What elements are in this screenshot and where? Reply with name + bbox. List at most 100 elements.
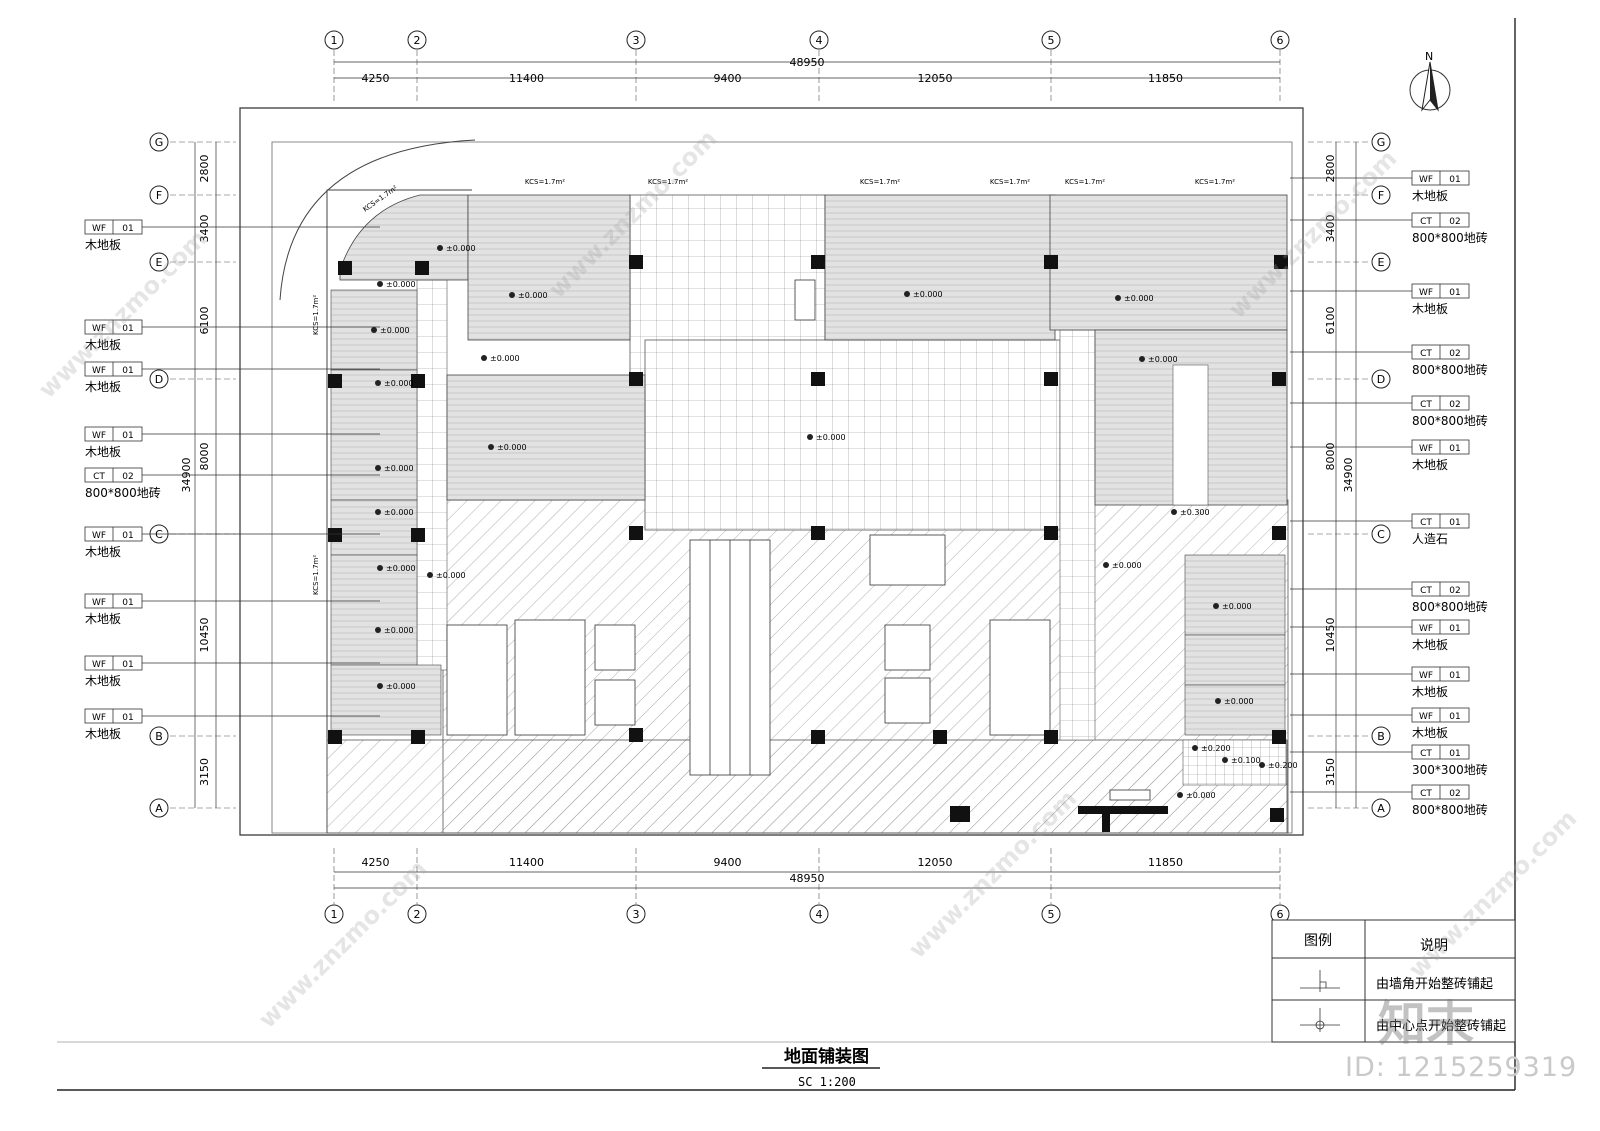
column <box>1272 526 1286 540</box>
axis-bubble <box>149 185 169 205</box>
kcs-label: KCS=1.7m² <box>648 178 688 186</box>
axis-label: 1 <box>331 34 338 47</box>
wall-block <box>950 806 970 822</box>
right-material-tag-num: 02 <box>1449 789 1460 799</box>
axis-label: 1 <box>331 908 338 921</box>
axis-label: C <box>155 528 163 541</box>
axis-label: 4 <box>816 908 823 921</box>
right-material-tag-text: 人造石 <box>1412 532 1448 546</box>
axis-label: F <box>1378 189 1384 202</box>
axis-label: 6 <box>1277 908 1284 921</box>
drawing-title-block: 地面铺装图 SC 1:200 <box>762 1046 880 1089</box>
right-material-tag-code: CT <box>1420 789 1432 799</box>
dimension-label: 8000 <box>198 443 211 471</box>
axis-bubble <box>1371 132 1391 152</box>
left-material-tag-num: 01 <box>122 366 133 376</box>
right-material-tag-num: 01 <box>1449 624 1460 634</box>
axis-label: A <box>155 802 163 815</box>
building-shell <box>239 107 1304 836</box>
dimension-label: 4250 <box>362 72 390 85</box>
right-material-tag-num: 01 <box>1449 518 1460 528</box>
level-mark-text: ±0.000 <box>913 290 943 299</box>
axis-bubble <box>1371 185 1391 205</box>
dimension-label: 2800 <box>1324 155 1337 183</box>
center-start-symbol-icon <box>1300 1008 1340 1032</box>
dimension-total: 48950 <box>790 872 825 885</box>
axis-label: F <box>156 189 162 202</box>
level-mark-icon <box>437 245 443 251</box>
column <box>338 261 352 275</box>
level-mark-text: ±0.000 <box>1222 602 1252 611</box>
column <box>1044 730 1058 744</box>
column <box>811 255 825 269</box>
right-material-tag-num: 02 <box>1449 400 1460 410</box>
left-material-tag-num: 01 <box>122 598 133 608</box>
axis-label: D <box>1377 373 1385 386</box>
right-material-tag-text: 木地板 <box>1412 189 1448 203</box>
right-material-tag-code: WF <box>1419 288 1433 298</box>
level-mark-text: ±0.000 <box>1186 791 1216 800</box>
corner-start-symbol-icon <box>1300 970 1340 992</box>
column <box>328 730 342 744</box>
dimension-label: 6100 <box>198 307 211 335</box>
axis-bubble <box>809 30 829 50</box>
right-material-tag-num: 01 <box>1449 749 1460 759</box>
left-material-tag-text: 木地板 <box>85 238 121 252</box>
right-material-tag-code: WF <box>1419 444 1433 454</box>
axis-bubble <box>1041 904 1061 924</box>
axis-label: 3 <box>633 34 640 47</box>
axis-bubble <box>1041 30 1061 50</box>
left-material-tag-text: 木地板 <box>85 674 121 688</box>
axis-label: 6 <box>1277 34 1284 47</box>
right-material-tag-text: 800*800地砖 <box>1412 230 1488 245</box>
axis-bubble <box>149 252 169 272</box>
column <box>629 526 643 540</box>
level-mark-text: ±0.000 <box>446 244 476 253</box>
right-material-tag-text: 木地板 <box>1412 726 1448 740</box>
axis-bubble <box>1270 30 1290 50</box>
right-material-tag-num: 01 <box>1449 444 1460 454</box>
wall-block <box>1078 806 1168 814</box>
column <box>411 374 425 388</box>
axis-bubble <box>149 369 169 389</box>
axis-bubble <box>1371 726 1391 746</box>
dimension-label: 3150 <box>198 758 211 786</box>
left-material-tag-text: 木地板 <box>85 545 121 559</box>
dimension-label: 12050 <box>918 856 953 869</box>
column <box>328 374 342 388</box>
level-mark-icon <box>1115 295 1121 301</box>
kcs-label: KCS=1.7m² <box>860 178 900 186</box>
column <box>415 261 429 275</box>
dimension-label: 6100 <box>1324 307 1337 335</box>
column <box>411 730 425 744</box>
left-material-tag-num: 01 <box>122 324 133 334</box>
left-material-tag-num: 02 <box>122 472 133 482</box>
right-material-tag-code: WF <box>1419 671 1433 681</box>
drawing-title: 地面铺装图 <box>784 1046 869 1067</box>
right-material-tag-num: 02 <box>1449 349 1460 359</box>
kcs-label: KCS=1.7m² <box>312 295 320 335</box>
dimension-label: 3400 <box>198 215 211 243</box>
level-mark-text: ±0.200 <box>1201 744 1231 753</box>
column <box>411 528 425 542</box>
column <box>811 372 825 386</box>
circulation-elements <box>446 279 1151 801</box>
level-mark-icon <box>1192 745 1198 751</box>
axis-label: G <box>1377 136 1386 149</box>
left-material-tag-text: 木地板 <box>85 338 121 352</box>
left-material-tag-text: 木地板 <box>85 727 121 741</box>
dimension-label: 11850 <box>1148 856 1183 869</box>
level-mark-text: ±0.000 <box>1124 294 1154 303</box>
level-mark-icon <box>371 327 377 333</box>
level-mark-text: ±0.100 <box>1231 756 1261 765</box>
axis-bubble <box>626 904 646 924</box>
kcs-label: KCS=1.7m² <box>1195 178 1235 186</box>
right-material-tag-code: CT <box>1420 586 1432 596</box>
level-mark-text: ±0.000 <box>490 354 520 363</box>
right-material-tag-text: 800*800地砖 <box>1412 599 1488 614</box>
kcs-label: KCS=1.7m² <box>990 178 1030 186</box>
column <box>629 372 643 386</box>
left-material-tag-code: WF <box>92 224 106 234</box>
level-mark-text: ±0.000 <box>1148 355 1178 364</box>
